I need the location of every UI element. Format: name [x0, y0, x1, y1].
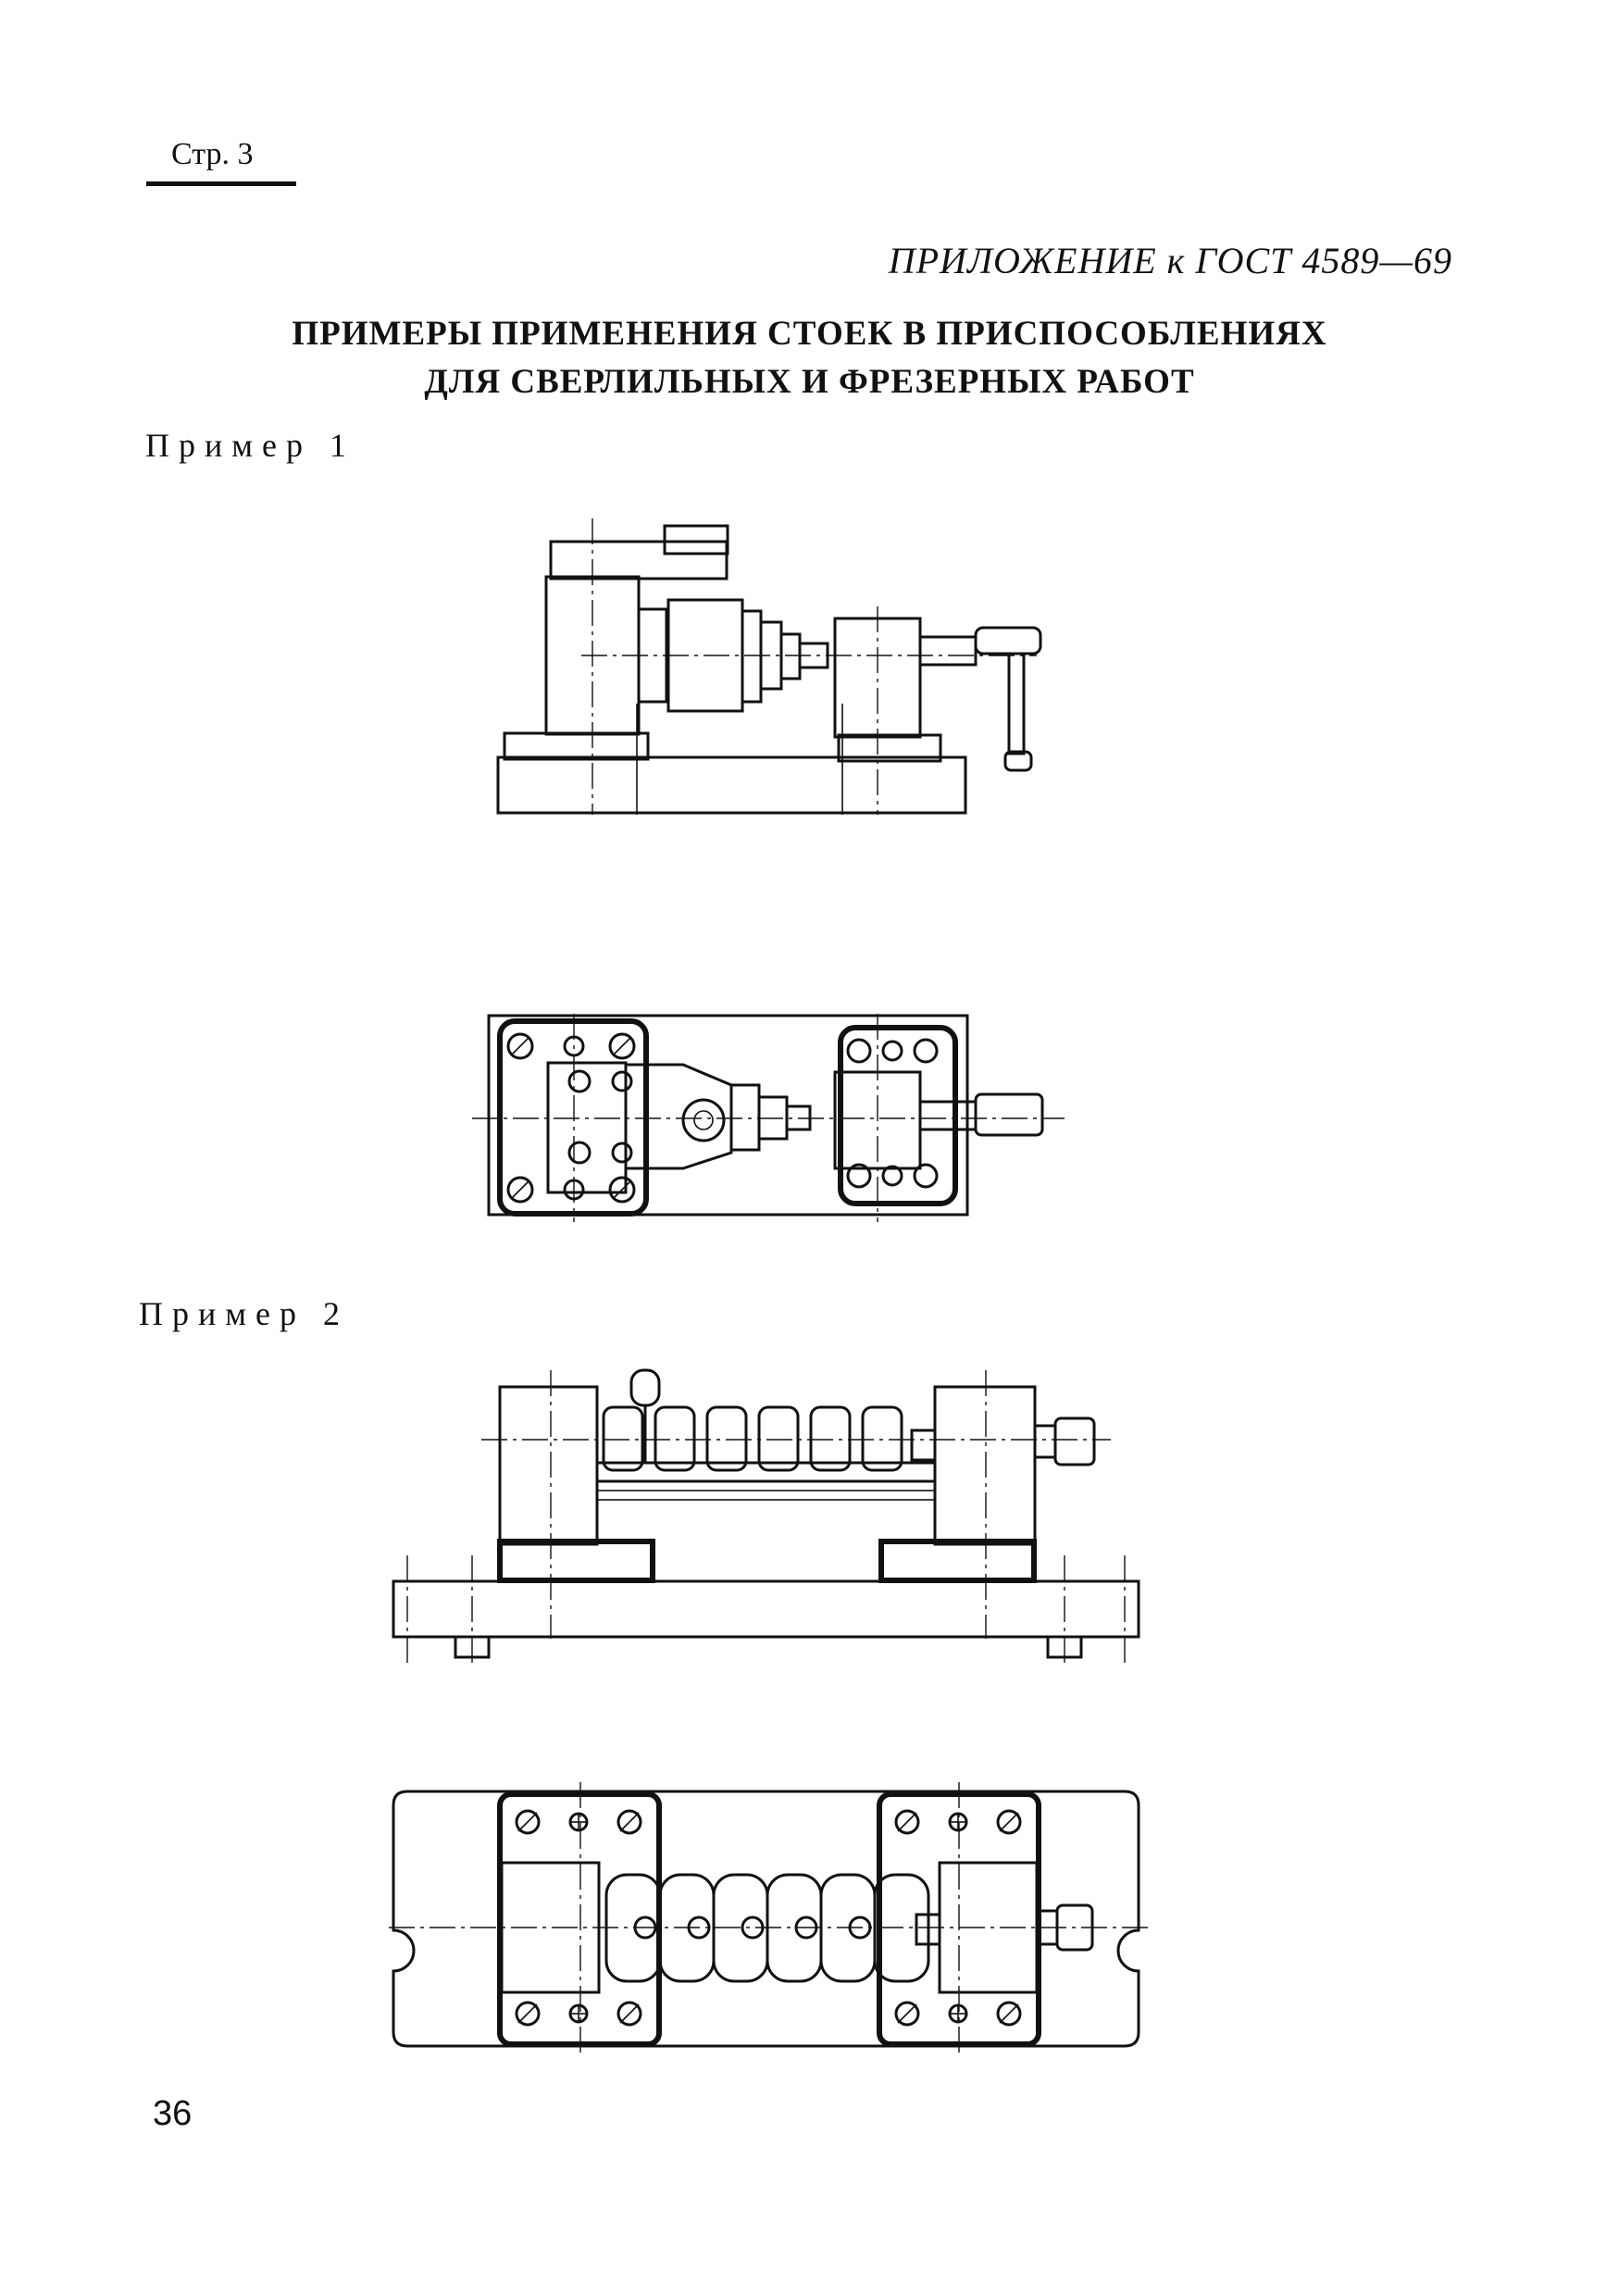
adjust-nut	[1053, 1416, 1096, 1466]
bracket	[624, 1063, 733, 1170]
left-stand-body	[498, 1385, 599, 1546]
example-1-top-view	[472, 1014, 1065, 1222]
left-stand-foot	[503, 731, 650, 761]
page-number: 36	[153, 2094, 193, 2133]
example-2-label: Пример 2	[139, 1295, 350, 1332]
page-label: Стр. 3	[171, 137, 254, 171]
right-stand-plate	[838, 1025, 958, 1206]
example-2-top-view	[389, 1782, 1148, 2053]
title-line-2: ДЛЯ СВЕРЛИЛЬНЫХ И ФРЕЗЕРНЫХ РАБОТ	[424, 363, 1195, 401]
example-2-side-view	[392, 1368, 1140, 1666]
base-plate-outline	[392, 1790, 1140, 2048]
bolt-holes	[506, 1032, 939, 1204]
appendix-heading: ПРИЛОЖЕНИЕ к ГОСТ 4589—69	[888, 240, 1452, 281]
left-stand-plate	[497, 1018, 649, 1217]
bolt-holes	[515, 1809, 1022, 2027]
handle-head	[974, 626, 1042, 655]
right-stand-body	[833, 617, 922, 739]
screw	[918, 635, 978, 667]
page-label-underline	[146, 181, 296, 186]
handle-bar	[1007, 652, 1026, 755]
page-title: ПРИМЕРЫ ПРИМЕНЕНИЯ СТОЕК В ПРИСПОСОБЛЕНИ…	[0, 310, 1619, 406]
clamp-knob	[629, 1368, 661, 1407]
base-plate	[496, 755, 967, 815]
example-1-label: Пример 1	[145, 427, 356, 464]
right-stand-body	[933, 1385, 1037, 1546]
workpieces	[602, 1405, 903, 1472]
example-1-side-view	[496, 518, 1042, 815]
right-stand-foot	[878, 1539, 1037, 1583]
right-stand-foot	[837, 733, 942, 763]
clamp-arm	[549, 540, 729, 580]
left-stand-foot	[497, 1539, 655, 1583]
base-outline	[487, 1014, 969, 1217]
base-plate	[392, 1579, 1140, 1639]
title-line-1: ПРИМЕРЫ ПРИМЕНЕНИЯ СТОЕК В ПРИСПОСОБЛЕНИ…	[292, 315, 1327, 353]
guide-rod	[595, 1461, 937, 1483]
